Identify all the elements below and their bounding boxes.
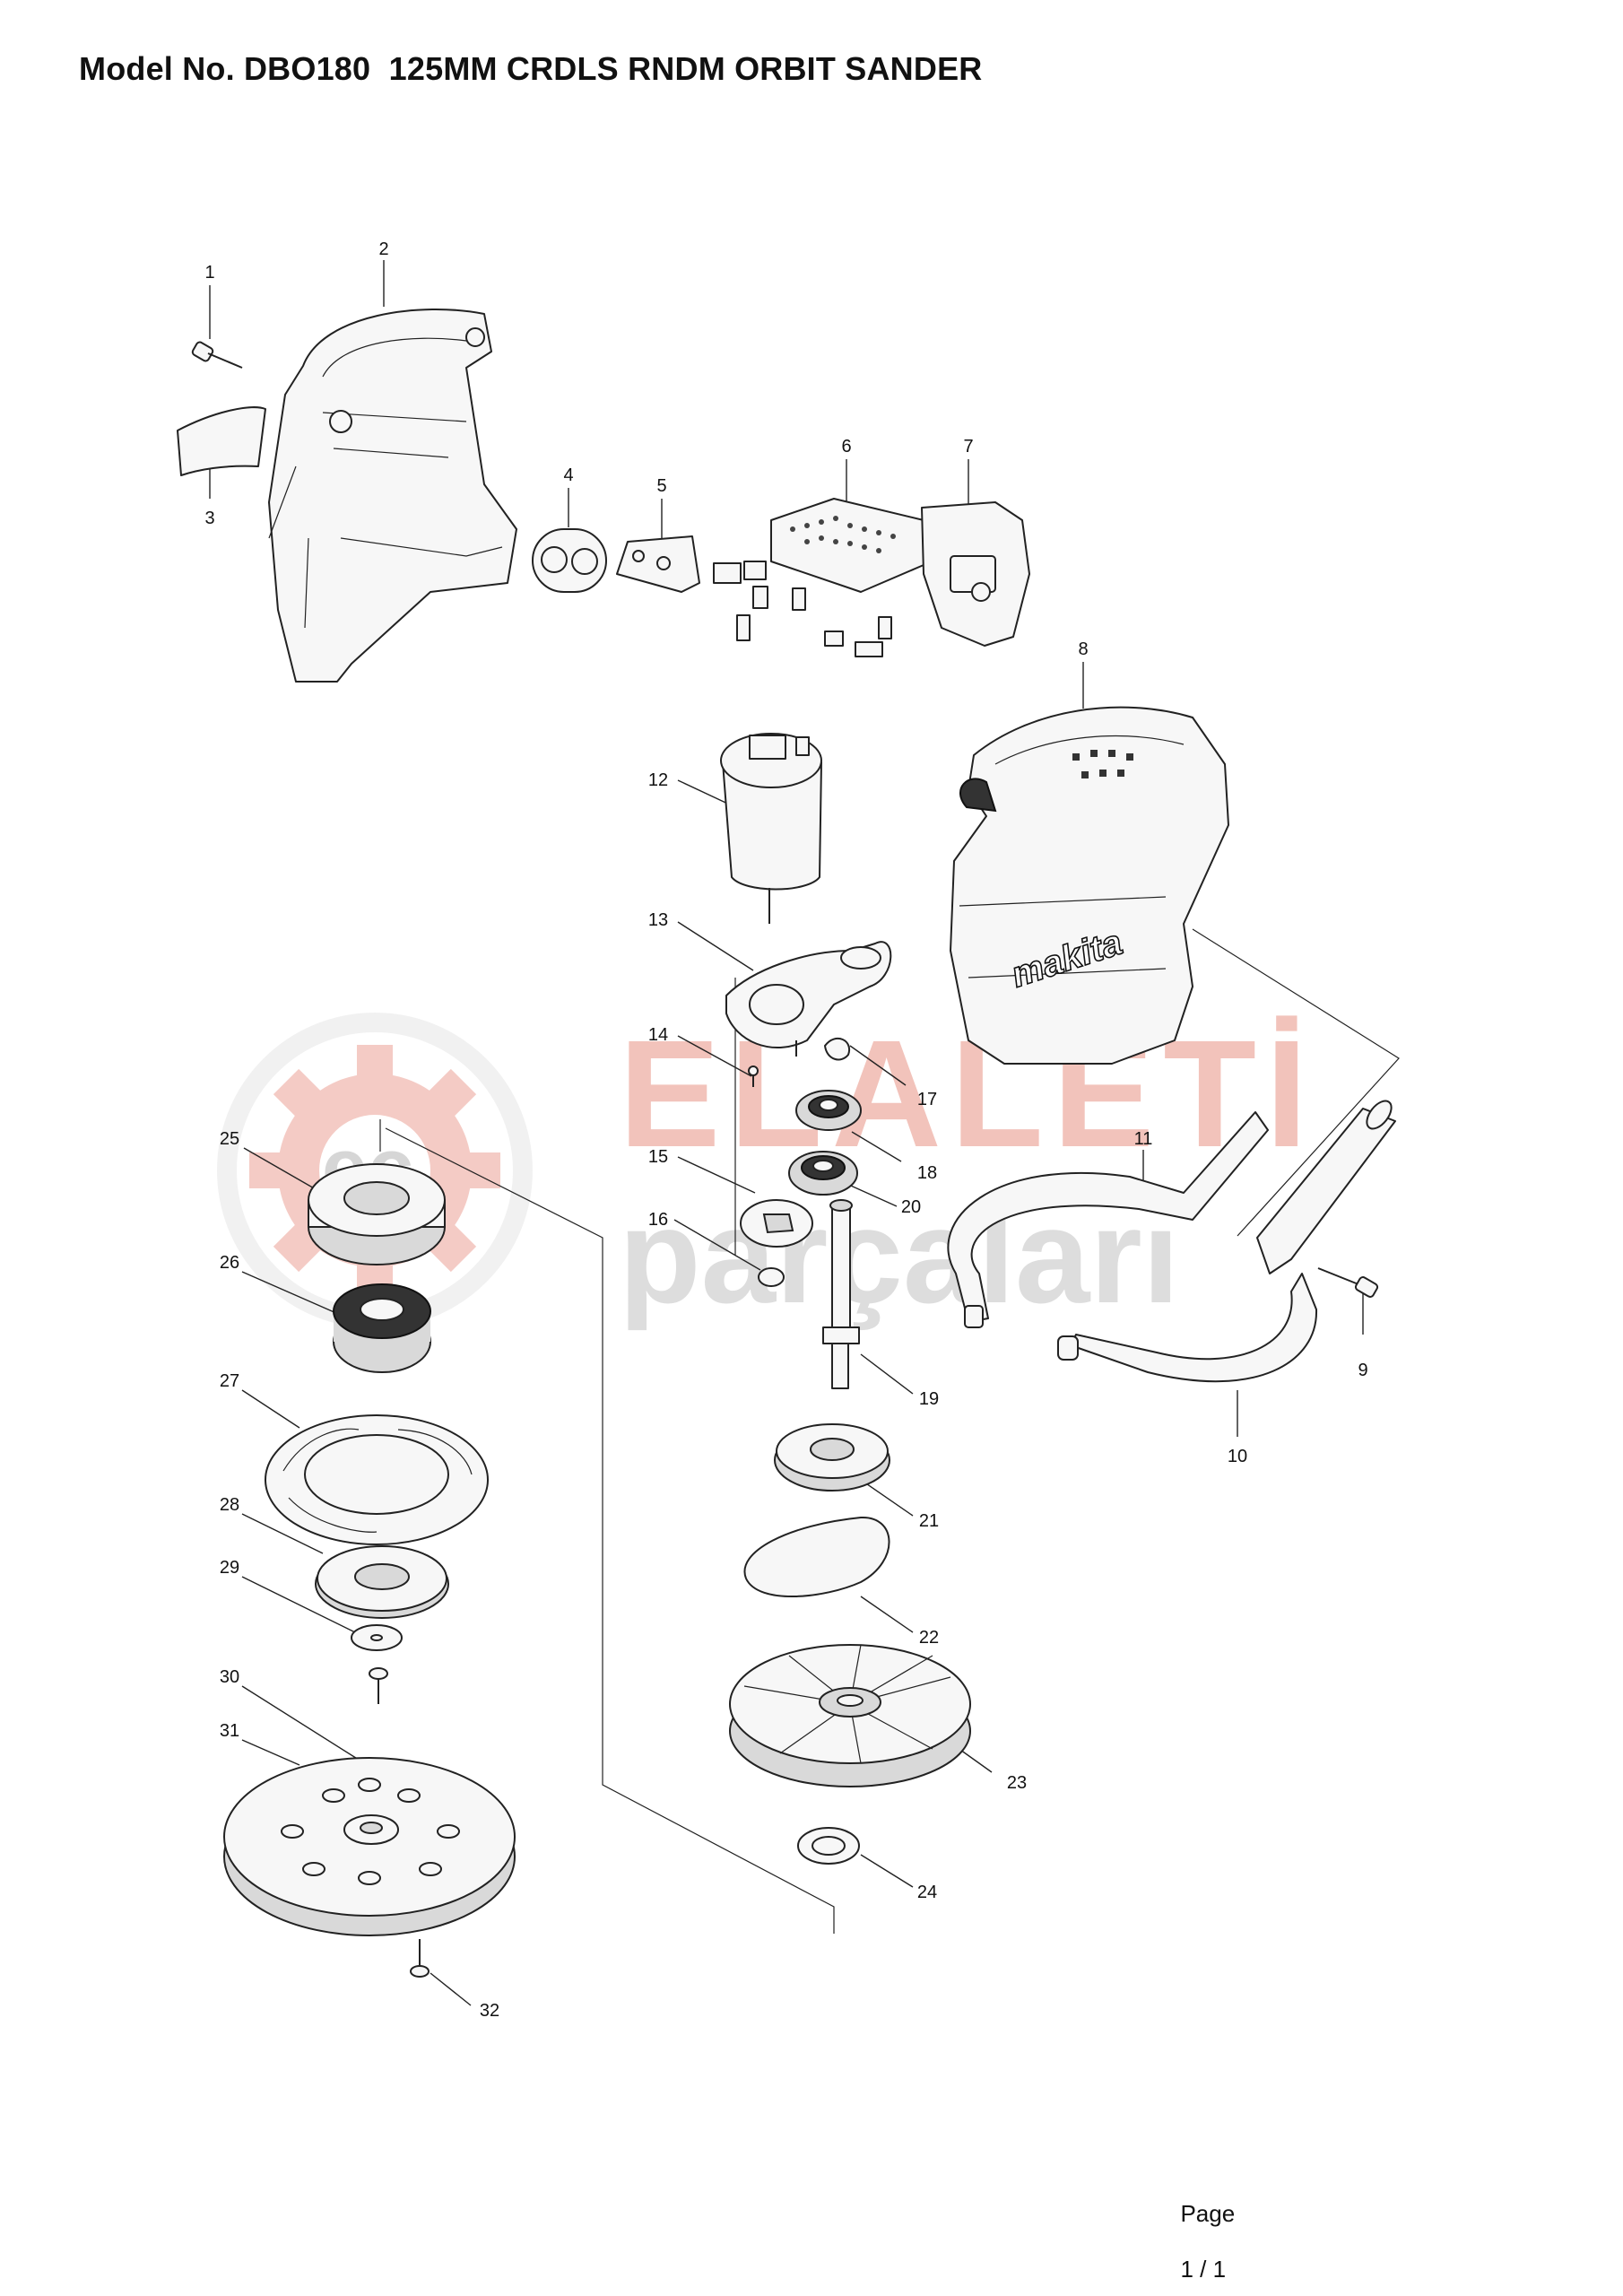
part-ring-28: [315, 1545, 449, 1619]
part-motor-housing-8: makita: [950, 706, 1229, 1065]
callout-15: 15: [648, 1147, 668, 1167]
part-clip-17: [824, 1037, 851, 1061]
callout-7: 7: [963, 437, 973, 457]
callout-27: 27: [220, 1371, 239, 1391]
part-controller-6: [713, 498, 924, 657]
callout-17: 17: [917, 1090, 937, 1109]
part-nut-16: [758, 1267, 785, 1287]
callout-28: 28: [220, 1495, 239, 1515]
part-lens-4: [532, 528, 607, 593]
part-switch-5: [616, 535, 700, 593]
callout-19: 19: [919, 1389, 939, 1409]
callout-8: 8: [1078, 639, 1088, 659]
callout-2: 2: [378, 239, 388, 259]
callout-32: 32: [480, 2001, 499, 2021]
part-washer-29: [351, 1624, 403, 1651]
part-bearing-20: [788, 1151, 858, 1196]
callout-29: 29: [220, 1558, 239, 1578]
part-gear-15: [740, 1199, 813, 1248]
callout-10: 10: [1228, 1447, 1247, 1466]
callout-9: 9: [1358, 1361, 1367, 1380]
part-seal-25: [308, 1163, 446, 1265]
watermark-brand: ELALETİ: [619, 1009, 1316, 1179]
callout-18: 18: [917, 1163, 937, 1183]
part-screw-30: [369, 1667, 388, 1704]
part-screw-1: [191, 341, 243, 369]
callout-24: 24: [917, 1883, 937, 1902]
part-spindle-19: [822, 1199, 860, 1389]
callout-6: 6: [841, 437, 851, 457]
callout-12: 12: [648, 770, 668, 790]
callout-16: 16: [648, 1210, 668, 1230]
part-housing-2: [268, 309, 517, 683]
part-pulley-21: [774, 1423, 890, 1492]
part-bearing-26: [333, 1283, 431, 1373]
part-fan-23: [729, 1644, 971, 1787]
callout-3: 3: [204, 509, 214, 528]
callout-22: 22: [919, 1628, 939, 1648]
page-label: Page: [1180, 2200, 1236, 2227]
part-terminal-7: [921, 501, 1030, 647]
callout-20: 20: [901, 1197, 921, 1217]
part-label-3: [177, 406, 266, 476]
part-pad-31: [223, 1757, 516, 1936]
callouts: 1 2 3 4 5 6 7 8 9 10 11 12 13 14 15 16 1…: [204, 239, 1367, 2021]
leader-lines: [209, 260, 1400, 2006]
part-washer-24: [797, 1827, 860, 1865]
callout-30: 30: [220, 1667, 239, 1687]
callout-11: 11: [1134, 1129, 1153, 1149]
callout-26: 26: [220, 1253, 239, 1273]
part-bearing-18: [795, 1090, 862, 1131]
callout-4: 4: [563, 465, 573, 485]
parts: makita: [177, 309, 1396, 1978]
part-bracket-13: [725, 941, 892, 1048]
callout-31: 31: [220, 1721, 239, 1741]
part-screw-14: [748, 1040, 797, 1087]
callout-23: 23: [1007, 1773, 1027, 1793]
callout-14: 14: [648, 1025, 668, 1045]
page-footer: Page 1 / 1: [1167, 2172, 1235, 2283]
part-screw-9: [1317, 1267, 1379, 1298]
part-clamp-11: [947, 1111, 1269, 1328]
page-number: 1 / 1: [1180, 2256, 1227, 2283]
part-plate-27: [265, 1414, 489, 1545]
part-motor-12: [720, 733, 822, 924]
part-screw-32: [410, 1939, 430, 1978]
callout-25: 25: [220, 1129, 239, 1149]
page-title: Model No. DBO180 125MM CRDLS RNDM ORBIT …: [79, 50, 983, 87]
callout-13: 13: [648, 910, 668, 930]
part-clamp-10: [1057, 1100, 1396, 1383]
callout-21: 21: [919, 1511, 939, 1531]
callout-5: 5: [656, 476, 666, 496]
callout-1: 1: [204, 263, 214, 283]
part-belt-22: [743, 1516, 890, 1598]
